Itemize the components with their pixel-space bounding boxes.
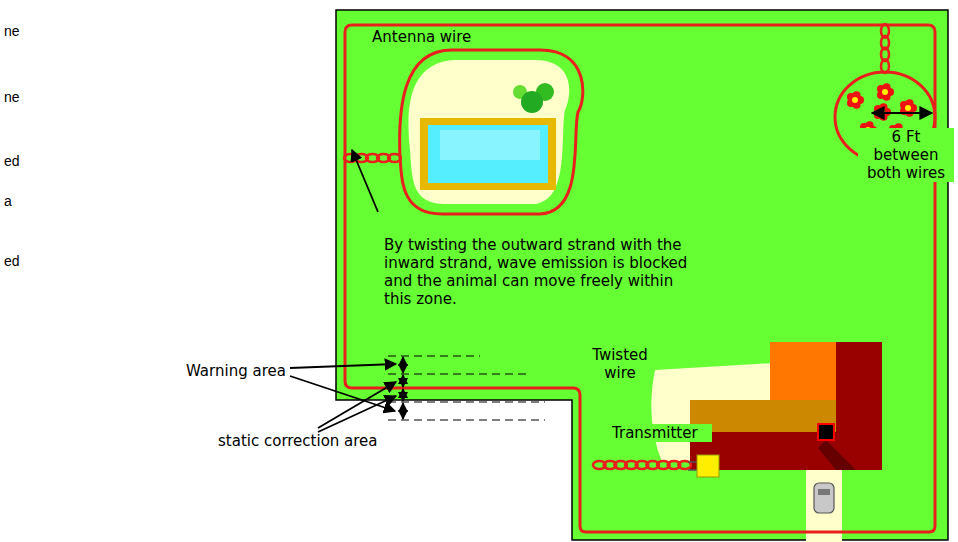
flower-center xyxy=(882,89,888,95)
edge-fragment: a xyxy=(4,192,34,210)
zone-arrow xyxy=(402,357,404,419)
twisted-wire xyxy=(344,24,889,469)
pool-deck xyxy=(408,60,569,204)
leader-line xyxy=(290,150,396,432)
flower-center xyxy=(852,97,858,103)
edge-fragment: ed xyxy=(4,152,34,170)
edge-fragment: ed xyxy=(4,252,34,270)
twist-loop xyxy=(881,59,889,73)
car-window xyxy=(818,489,830,495)
wire-label: Twisted wire xyxy=(580,346,660,382)
yard xyxy=(336,10,948,540)
part-label: Transmitter xyxy=(612,424,712,442)
dimension-label: 6 Ft between both wires xyxy=(858,128,954,182)
shadow xyxy=(818,440,856,470)
boundary-wire xyxy=(345,25,935,532)
flower-center xyxy=(905,105,911,111)
zone-label: Warning area xyxy=(186,362,292,380)
twist-loop xyxy=(388,154,401,162)
pool-water xyxy=(440,130,540,160)
bush xyxy=(521,91,543,113)
car xyxy=(814,483,834,513)
house-roof xyxy=(770,342,836,402)
pool-frame xyxy=(420,118,556,190)
edge-fragment: ne xyxy=(4,88,34,106)
zone-limit xyxy=(388,356,545,420)
zone-label: static correction area xyxy=(218,432,403,450)
pool-water xyxy=(428,125,548,183)
pool-loop-wire xyxy=(400,50,583,214)
edge-fragment: ne xyxy=(4,22,34,40)
plug xyxy=(688,461,697,463)
antenna-wire xyxy=(345,25,935,532)
wire-label: Antenna wire xyxy=(372,28,502,46)
receiver-box xyxy=(818,424,834,440)
transmitter-box xyxy=(697,455,719,477)
dimension-arrow xyxy=(872,112,932,114)
plug xyxy=(688,469,697,471)
note-text: By twisting the outward strand with the … xyxy=(384,236,689,308)
